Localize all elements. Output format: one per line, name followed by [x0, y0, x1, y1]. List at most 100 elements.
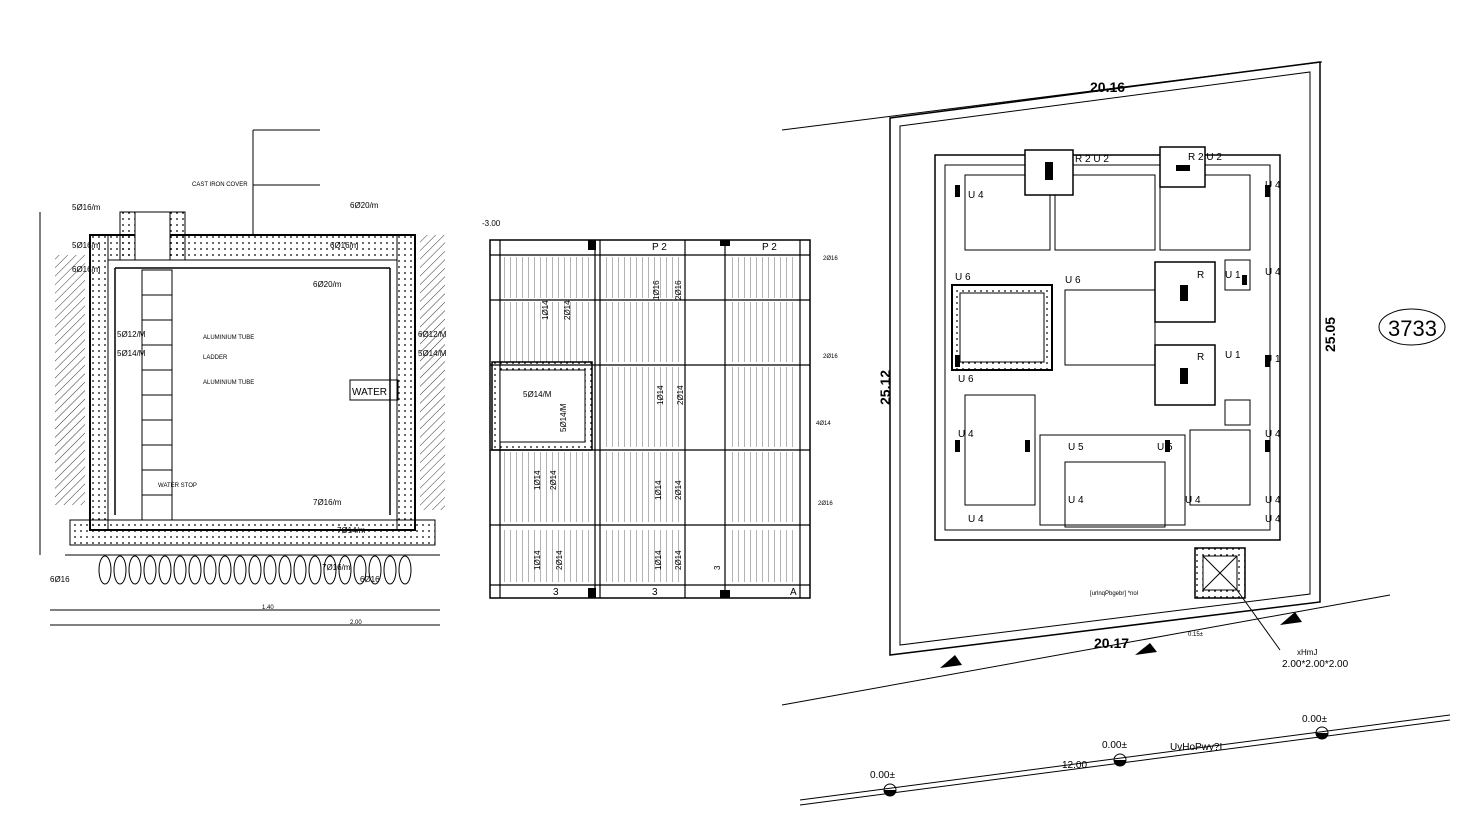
unit-3: U 4 [1265, 180, 1281, 191]
fp-label-3: 2Ø14 [563, 300, 572, 320]
fp-label-17: 2Ø14 [674, 550, 683, 570]
unit-15: U 5 [1157, 442, 1173, 453]
fp-label-7: 5Ø14/M [559, 403, 568, 432]
fp-label-11: 2Ø14 [549, 470, 558, 490]
fp-label-20: 3 [652, 587, 658, 598]
dim-bottom-overall: 2.00 [350, 620, 362, 626]
unit-2: U 4 [968, 190, 984, 201]
street-text: UvHoPwy?I [1170, 742, 1222, 753]
dim-bottom: 20.17 [1094, 635, 1129, 651]
unit-19: U 4 [1265, 495, 1281, 506]
small-dim: 0.15± [1188, 632, 1204, 638]
unit-17: U 4 [1185, 495, 1201, 506]
tank-label: xHmJ [1297, 648, 1317, 657]
unit-4: U 1 [1225, 270, 1241, 281]
street-width: 12.00 [1062, 760, 1087, 771]
rebar-wall-right-a: 6Ø12/M [418, 330, 447, 339]
rebar-base-c: 7Ø16/m [322, 563, 351, 572]
rebar-left-upper: 5Ø16/m [72, 241, 101, 250]
footing-stones [98, 555, 412, 585]
soil-hatch-right [420, 235, 445, 510]
dim-top: 20.16 [1090, 79, 1125, 95]
unit-21: U 6 [1065, 275, 1081, 286]
unit-11: U 1 [1265, 354, 1281, 365]
unit-10: R [1197, 352, 1204, 363]
base-slab [69, 519, 436, 546]
unit-5: U 4 [1265, 267, 1281, 278]
dim-left: 25.12 [877, 370, 893, 405]
unit-0: R 2 U 2 [1075, 154, 1109, 165]
fp-label-18: 3 [713, 565, 722, 570]
plot-circle [1378, 308, 1446, 346]
left-wall [89, 234, 109, 531]
fp-label-19: 3 [553, 587, 559, 598]
fp-label-10: 1Ø14 [533, 470, 542, 490]
unit-1: R 2 U 2 [1188, 152, 1222, 163]
callout-tube1: ALUMINIUM TUBE [203, 335, 254, 341]
section-drawing: 5Ø16/m 6Ø20/m 6Ø16/m 6Ø20/m 5Ø12/M 5Ø14/… [39, 129, 447, 626]
unit-6: U 6 [955, 272, 971, 283]
rebar-wall-right-b: 5Ø14/M [418, 349, 447, 358]
rebar-roof-bottom: 6Ø20/m [313, 280, 342, 289]
site-plan: 20.16 20.17 25.12 25.05 3733 2.00*2.00*2… [781, 61, 1451, 806]
rebar-left-lower: 6Ø16/m [72, 265, 101, 274]
callout-cover: CAST IRON COVER [192, 182, 248, 188]
foundation-outline [489, 239, 811, 599]
dim-right: 25.05 [1322, 317, 1338, 352]
rebar-base-a: 7Ø16/m [313, 498, 342, 507]
foundation-level: -3.00 [482, 219, 501, 228]
manhole-opening [134, 211, 171, 261]
fp-label-2: 1Ø14 [541, 300, 550, 320]
plot-number: 3733 [1388, 316, 1437, 341]
fp-label-4: 1Ø16 [652, 280, 661, 300]
water-label-box [349, 379, 399, 401]
fp-label-12: 1Ø14 [654, 480, 663, 500]
callout-ladder: LADDER [203, 355, 228, 361]
unit-7: U 1 [1225, 350, 1241, 361]
unit-9: R [1197, 270, 1204, 281]
fp-label-13: 2Ø14 [674, 480, 683, 500]
rebar-base-b: 7Ø14/m [337, 526, 366, 535]
rebar-top-right: 6Ø20/m [350, 201, 379, 210]
fp-side-2: 4Ø14 [816, 421, 831, 427]
water-label: WATER [352, 387, 387, 398]
fp-label-16: 1Ø14 [654, 550, 663, 570]
rebar-roof-top: 6Ø16/m [330, 241, 359, 250]
ladder-rungs [142, 294, 172, 496]
fp-label-9: 2Ø14 [676, 385, 685, 405]
rebar-wall-left-b: 5Ø14/M [117, 349, 146, 358]
fp-label-1: P 2 [762, 242, 777, 253]
level-2: 0.00± [1302, 714, 1327, 725]
rebar-wall-left-a: 5Ø12/M [117, 330, 146, 339]
level-1: 0.00± [1102, 740, 1127, 751]
unit-8: U 6 [958, 374, 974, 385]
foundation-plan: -3.00 P 2 [482, 219, 838, 599]
rebar-footing-left: 6Ø16 [50, 575, 70, 584]
right-wall [396, 234, 416, 531]
callout-tube2: ALUMINIUM TUBE [203, 380, 254, 386]
unit-18: U 4 [968, 514, 984, 525]
unit-20: U 4 [1265, 514, 1281, 525]
unit-13: U 4 [1265, 429, 1281, 440]
building-outline [934, 154, 1281, 541]
unit-16: U 4 [1068, 495, 1084, 506]
fp-label-14: 1Ø14 [533, 550, 542, 570]
inner-space [107, 259, 398, 521]
soil-hatch-left [55, 255, 85, 505]
fp-side-1: 2Ø16 [823, 354, 838, 360]
fp-label-8: 1Ø14 [656, 385, 665, 405]
dim-bottom-total: 1.40 [262, 605, 274, 611]
unit-14: U 5 [1068, 442, 1084, 453]
plot-boundary [889, 61, 1321, 656]
tank-size: 2.00*2.00*2.00 [1282, 659, 1349, 670]
fp-side-3: 2Ø16 [818, 501, 833, 507]
rebar-top-left: 5Ø16/m [72, 203, 101, 212]
fp-side-0: 2Ø16 [823, 256, 838, 262]
fp-label-15: 2Ø14 [555, 550, 564, 570]
fp-label-6: 5Ø14/M [523, 390, 552, 399]
fp-label-5: 2Ø16 [674, 280, 683, 300]
site-note: [urlnqPbgebr] *nol [1090, 591, 1138, 597]
callout-waterstop: WATER STOP [158, 483, 197, 489]
level-0: 0.00± [870, 770, 895, 781]
